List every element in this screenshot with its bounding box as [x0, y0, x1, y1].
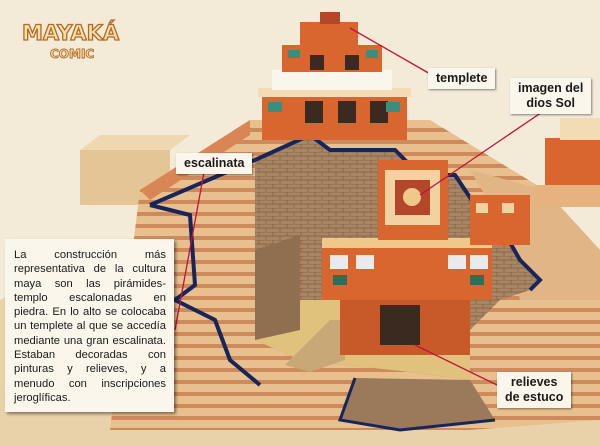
leader-escalinata	[174, 166, 206, 331]
lower-pit	[337, 377, 496, 432]
info-text: La construcción más representativa de la…	[14, 249, 166, 404]
info-text-box: La construcción más representativa de la…	[5, 239, 174, 413]
inner-temple	[322, 160, 492, 355]
leader-templete	[349, 27, 433, 76]
label-imagen-dios-sol: imagen del dios Sol	[510, 78, 592, 114]
label-relieves-estuco: relieves de estuco	[497, 372, 572, 408]
mayakan-logo: MAYAKÁN COMIC	[21, 19, 120, 61]
leader-lines	[174, 27, 549, 386]
svg-text:COMIC: COMIC	[50, 47, 94, 61]
label-templete: templete	[428, 68, 496, 89]
leader-relieves	[414, 344, 498, 386]
svg-text:MAYAKÁN: MAYAKÁN	[22, 20, 120, 45]
top-templete	[258, 12, 411, 140]
leader-dios-sol	[419, 107, 549, 196]
right-temple	[470, 118, 600, 245]
label-escalinata: escalinata	[176, 153, 253, 174]
